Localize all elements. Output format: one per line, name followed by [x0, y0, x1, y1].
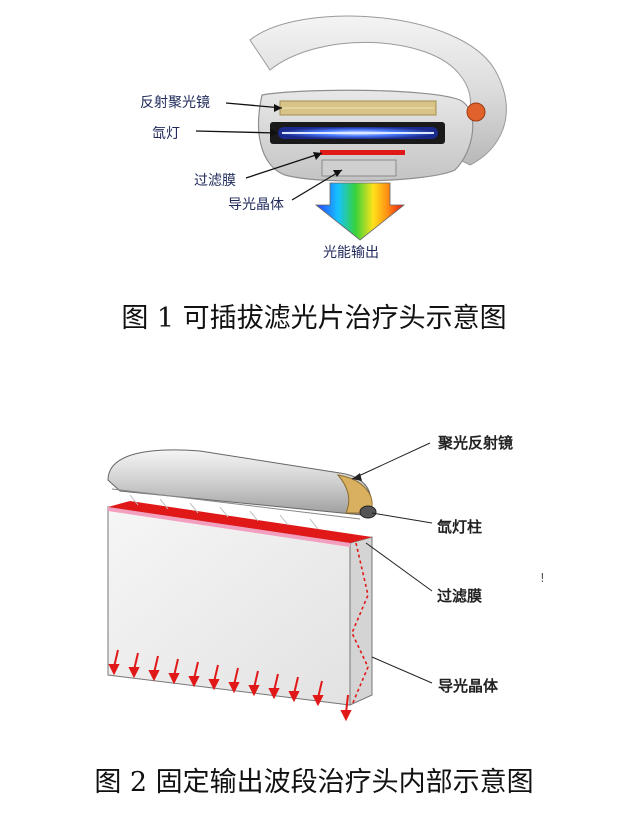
filter-film — [320, 150, 405, 155]
label2-filter: 过滤膜 — [437, 587, 483, 605]
light-guide-crystal — [321, 159, 397, 177]
figure-2-internal: 聚光反射镜 氙灯柱 过滤膜 导光晶体 ! — [0, 395, 628, 755]
figure-1-drawing — [195, 15, 507, 241]
light-output-arrow — [314, 182, 406, 241]
label2-lamp: 氙灯柱 — [437, 518, 483, 536]
filter-strip — [108, 501, 372, 543]
label2-reflector: 聚光反射镜 — [438, 434, 514, 452]
label-crystal: 导光晶体 — [228, 197, 284, 213]
label-lamp: 氙灯 — [152, 126, 180, 142]
lamp-rod-end — [359, 505, 377, 519]
label2-crystal: 导光晶体 — [438, 677, 499, 695]
figure-2-caption: 图 2 固定输出波段治疗头内部示意图 — [94, 767, 534, 798]
orange-button-icon — [466, 102, 486, 122]
figure-1-caption: 图 1 可插拔滤光片治疗头示意图 — [121, 303, 507, 334]
figure-1-handpiece: 反射聚光镜 氙灯 过滤膜 导光晶体 光能输出 — [0, 0, 628, 280]
side-mark: ! — [540, 571, 545, 585]
label-filter: 过滤膜 — [194, 173, 236, 189]
internal-reflection-ray — [351, 542, 369, 706]
light-rays — [129, 494, 319, 530]
label-output: 光能输出 — [323, 245, 379, 261]
label-reflector: 反射聚光镜 — [140, 95, 210, 111]
output-arrows — [108, 649, 352, 722]
handpiece-shell — [249, 15, 507, 166]
figure-2-drawing — [107, 442, 433, 722]
